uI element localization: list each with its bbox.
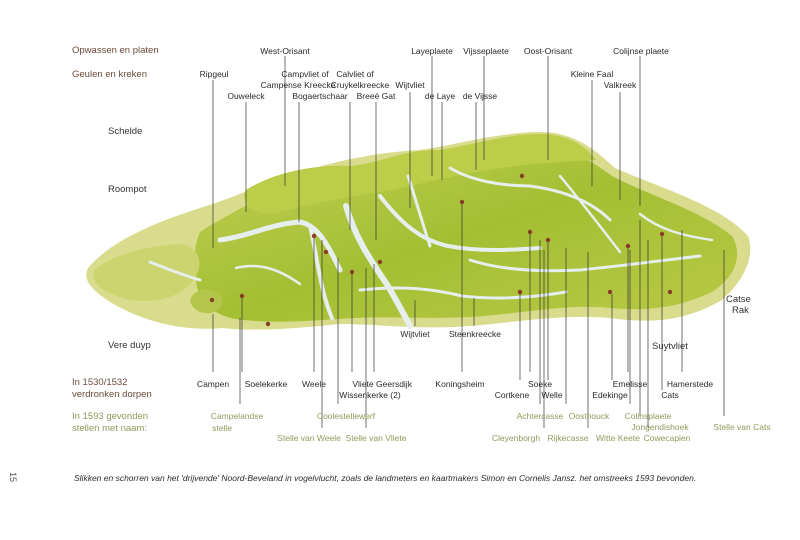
stelle-campelandse-line2: stelle <box>212 423 232 433</box>
leader-lines <box>212 56 725 428</box>
village-koningsheim: Koningsheim <box>435 379 485 389</box>
creeks <box>148 166 714 329</box>
water-catse-rak-line1: Catse <box>726 294 751 305</box>
label-ouweleck: Ouweleck <box>227 91 265 101</box>
stelle-colinsplaete: Colinsplaete <box>624 411 672 421</box>
category-stellen-line1: In 1593 gevonden <box>72 411 149 422</box>
village-emelisse: Emelisse <box>612 379 648 389</box>
village-cortkene: Cortkene <box>494 390 530 400</box>
figure-caption: Slikken en schorren van het 'drijvende' … <box>74 473 697 483</box>
village-welle: Welle <box>541 390 563 400</box>
stelle-van-cats: Stelle van Cats <box>713 422 771 432</box>
stelle-coolestellewerf: Coolestellewerf <box>316 411 376 421</box>
stelle-campelandse-line1: Campelandse <box>210 411 264 421</box>
water-vere-duyp: Vere duyp <box>108 340 151 351</box>
water-suytvliet: Suytvliet <box>652 341 688 352</box>
village-soelekerke: Soelekerke <box>244 379 288 389</box>
label-steenkreecke: Steenkreecke <box>449 329 501 339</box>
village-edekinge: Edekinge <box>592 390 628 400</box>
label-calvliet-of: Calvliet of <box>336 69 374 79</box>
stelle-jongendishoek: Jongendishoek <box>631 422 689 432</box>
label-valkreek: Valkreek <box>603 80 637 90</box>
village-hamerstede: Hamerstede <box>666 379 714 389</box>
stelle-achtercasse: Achtercasse <box>516 411 564 421</box>
village-campen: Campen <box>196 379 230 389</box>
label-west-orisant: West-Orisant <box>260 46 310 56</box>
label-kleine-faal: Kleine Faal <box>570 69 614 79</box>
label-de-vijsse: de Vijsse <box>462 91 498 101</box>
campen-stelle <box>190 289 223 314</box>
label-wijtvliet-top: Wijtvliet <box>395 80 425 90</box>
stelle-cleyenborgh: Cleyenborgh <box>491 433 541 443</box>
label-vijsseplaete: Vijsseplaete <box>463 46 509 56</box>
stelle-witte-keete: Witte Keete <box>596 433 640 443</box>
village-soeke: Soeke <box>527 379 553 389</box>
category-platen: Opwassen en platen <box>72 45 159 56</box>
stelle-rijkecasse: Rijkecasse <box>547 433 589 443</box>
label-campense-kreecke: Campense Kreecke <box>260 80 336 90</box>
stelle-van-weele: Stelle van Weele <box>277 433 341 443</box>
stelle-van-vliete: Stelle van Vliete <box>345 433 407 443</box>
stelle-oosthouck: Oosthouck <box>568 411 610 421</box>
label-breee-gat: Breeë Gat <box>356 91 396 101</box>
category-geulen: Geulen en kreken <box>72 69 147 80</box>
category-dorpen-line1: In 1530/1532 <box>72 377 128 388</box>
category-dorpen-line2: verdronken dorpen <box>72 389 152 400</box>
label-wijtvliet: Wijtvliet <box>400 329 430 339</box>
north-platen <box>244 134 597 214</box>
village-vliete: Vliete <box>352 379 374 389</box>
category-stellen-line2: stellen met naam: <box>72 423 147 434</box>
water-roompot: Roompot <box>108 184 147 195</box>
label-campvliet-of: Campvliet of <box>281 69 329 79</box>
village-wissenkerke: Wissenkerke (2) <box>339 390 401 400</box>
village-markers <box>209 173 673 327</box>
label-cruykelkreecke: Cruykelkreecke <box>330 80 390 90</box>
page-number: 15 <box>8 472 18 483</box>
village-cats: Cats <box>661 390 679 400</box>
west-platen <box>93 244 200 301</box>
label-bogaertschaar: Bogaertschaar <box>292 91 348 101</box>
label-colijnse-plaete: Colijnse plaete <box>613 46 669 56</box>
village-geersdijk: Geersdijk <box>376 379 412 389</box>
label-de-laye: de Laye <box>424 91 456 101</box>
label-layeplaete: Layeplaete <box>411 46 453 56</box>
stelle-cowecapien: Cowecapien <box>643 433 691 443</box>
village-weele: Weele <box>302 379 326 389</box>
label-oost-orisant: Oost-Orisant <box>523 46 573 56</box>
water-schelde: Schelde <box>108 126 143 137</box>
water-catse-rak-line2: Rak <box>732 305 749 316</box>
label-ripgeul: Ripgeul <box>199 69 229 79</box>
